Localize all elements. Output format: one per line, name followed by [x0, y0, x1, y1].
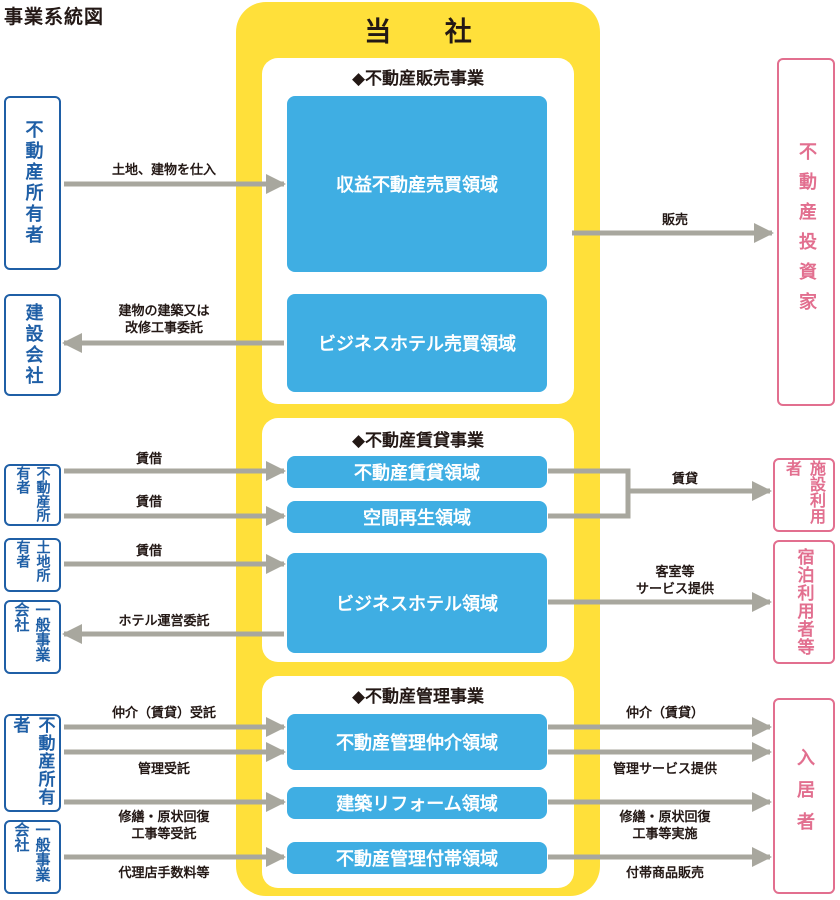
- income-property-label: 収益不動産売買領域: [336, 175, 498, 196]
- resident-box: 入居者: [773, 698, 835, 894]
- rent-bracket: [548, 468, 631, 519]
- owner-box-sales: 不動産所有者: [4, 96, 61, 270]
- mgmt-out-label: 管理サービス提供: [612, 762, 717, 777]
- owner-box-lease: 不動産所有者: [4, 464, 61, 526]
- facility-user-box: 施設利用者: [773, 458, 835, 532]
- guest-box: 宿泊利用者等: [773, 540, 835, 664]
- space-renewal-label: 空間再生領域: [363, 508, 471, 529]
- mgmt-brokerage-label: 不動産管理仲介領域: [336, 733, 498, 754]
- business-hotel-domain: ビジネスホテル領域: [287, 553, 547, 653]
- hotel-op-label: ホテル運営委託: [118, 614, 210, 629]
- land-owner-box-label: 土地所有者: [14, 540, 51, 582]
- purchase-label: 土地、建物を仕入: [111, 163, 216, 178]
- builder-box: 建設会社: [4, 294, 61, 396]
- general-company-box-lease-label: 一般事業会社: [12, 602, 52, 662]
- sales-section-title: ◆不動産販売事業: [351, 69, 485, 89]
- construction-label: 建物の建築又は 改修工事委託: [118, 304, 210, 336]
- hotel-trade-label: ビジネスホテル売買領域: [318, 334, 516, 355]
- ancillary-label: 不動産管理付帯領域: [336, 849, 498, 870]
- land-owner-box: 土地所有者: [4, 538, 61, 592]
- reform-label: 建築リフォーム領域: [336, 794, 498, 815]
- company-label: 当 社: [364, 17, 494, 48]
- rent-label: 賃貸: [671, 472, 698, 487]
- owner-box-sales-label: 不動産所有者: [22, 120, 44, 246]
- hotel-trade-domain: ビジネスホテル売買領域: [287, 294, 547, 392]
- agency-fee-label: 代理店手数料等: [118, 866, 210, 881]
- income-property-domain: 収益不動産売買領域: [287, 96, 547, 272]
- room-service-label: 客室等 サービス提供: [635, 565, 714, 597]
- lease2-label: 賃借: [135, 495, 162, 510]
- facility-user-box-label: 施設利用者: [783, 460, 826, 524]
- lease1-label: 賃借: [135, 452, 162, 467]
- owner-box-lease-label: 不動産所有者: [14, 466, 51, 522]
- investor-box: 不動産投資家: [777, 58, 835, 406]
- ancillary-domain: 不動産管理付帯領域: [287, 842, 547, 874]
- goods-label: 付帯商品販売: [625, 866, 704, 881]
- guest-box-label: 宿泊利用者等: [793, 548, 814, 656]
- business-hotel-label: ビジネスホテル領域: [336, 594, 498, 615]
- mgmt-brokerage-domain: 不動産管理仲介領域: [287, 714, 547, 770]
- investor-box-label: 不動産投資家: [796, 142, 817, 322]
- lease-section-title: ◆不動産賃貸事業: [351, 431, 485, 451]
- general-company-box-mgmt: 一般事業会社: [4, 820, 61, 894]
- repair-out-label: 修繕・原状回復 工事等実施: [619, 810, 711, 842]
- broker-in-label: 仲介（賃貸）受託: [111, 706, 216, 721]
- mgmt-section-title: ◆不動産管理事業: [351, 687, 485, 707]
- owner-box-mgmt-label: 不動産所有者: [9, 716, 55, 806]
- lease3-label: 賃借: [135, 544, 162, 559]
- sale-label: 販売: [661, 213, 688, 228]
- general-company-box-mgmt-label: 一般事業会社: [12, 822, 52, 882]
- space-renewal-domain: 空間再生領域: [287, 501, 547, 533]
- lease-domain: 不動産賃貸領域: [287, 456, 547, 488]
- builder-box-label: 建設会社: [22, 303, 44, 387]
- repair-in-label: 修繕・原状回復 工事等受託: [118, 810, 210, 842]
- lease-domain-label: 不動産賃貸領域: [354, 463, 480, 484]
- general-company-box-lease: 一般事業会社: [4, 600, 61, 674]
- broker-out-label: 仲介（賃貸）: [625, 706, 704, 721]
- resident-box-label: 入居者: [794, 748, 815, 844]
- mgmt-in-label: 管理受託: [137, 762, 190, 777]
- diagram-title: 事業系統図: [4, 6, 105, 28]
- owner-box-mgmt: 不動産所有者: [4, 714, 61, 812]
- reform-domain: 建築リフォーム領域: [287, 787, 547, 819]
